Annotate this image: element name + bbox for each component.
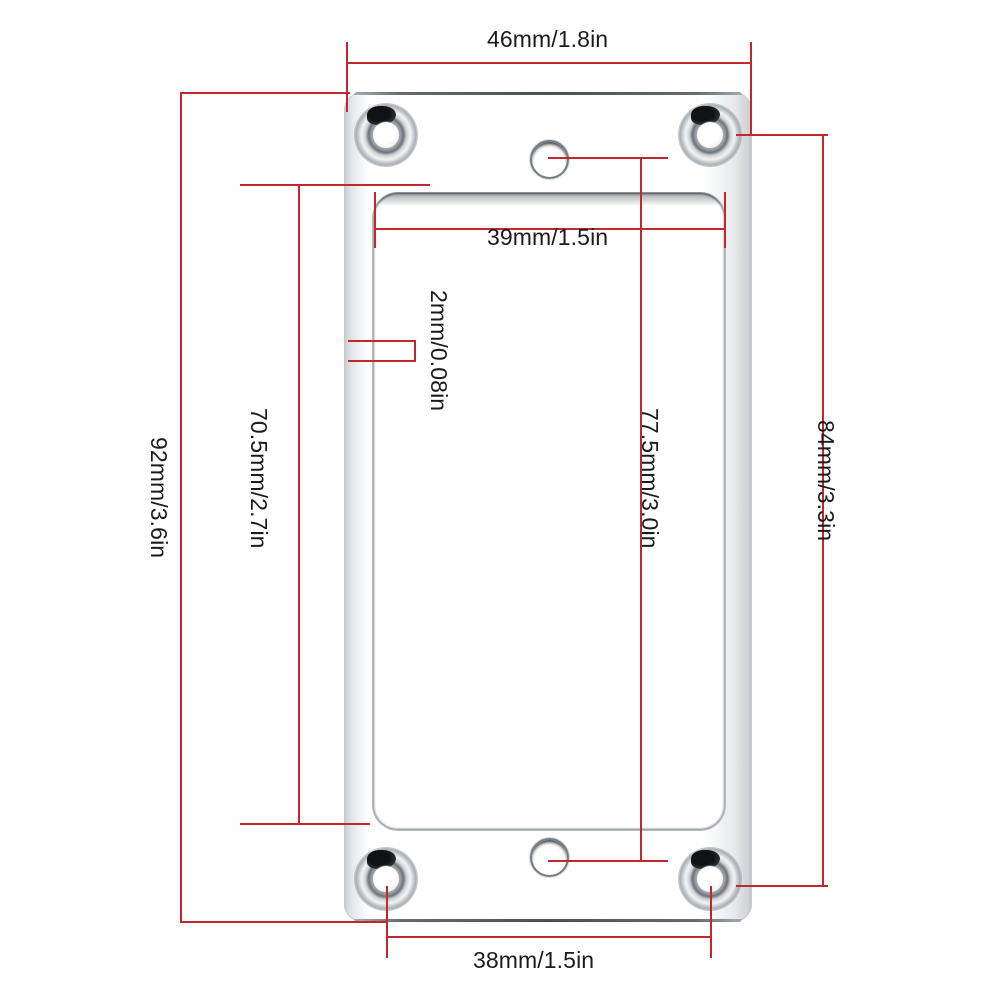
label-outer-height: 92mm/3.6in (146, 437, 172, 559)
ext-line-84-bottom (736, 885, 828, 887)
ext-line-39-left (374, 192, 376, 248)
dim-tick-2mm (414, 340, 416, 360)
ext-line-2mm-lower (348, 360, 416, 362)
pickup-mounting-ring (344, 92, 752, 922)
ext-line-bottom-right (710, 886, 712, 958)
ring-inner-cutout (372, 192, 726, 831)
label-bottom-width: 38mm/1.5in (473, 947, 595, 973)
cutout-shading (372, 192, 726, 831)
label-screw-span-height: 84mm/3.3in (813, 420, 839, 542)
ring-bottom-edge (354, 919, 742, 922)
label-wall-thickness: 2mm/0.08in (426, 290, 452, 412)
screw-hole-bottom-left (355, 848, 417, 910)
ext-line-705-top (240, 184, 430, 186)
ext-line-2mm-upper (348, 340, 416, 342)
dim-line-outer-height (180, 92, 182, 922)
dim-line-screw-span (822, 134, 824, 886)
ext-line-top-left (346, 42, 348, 112)
ext-line-775-bottom (548, 860, 668, 862)
dim-line-bottom-width (386, 936, 710, 938)
ext-line-92-top (180, 92, 350, 94)
label-inner-height-left: 70.5mm/2.7in (246, 408, 272, 549)
dim-line-centre-span (640, 157, 642, 861)
label-inner-height-right: 77.5mm/3.0in (637, 408, 663, 549)
ring-top-edge (354, 92, 742, 95)
screw-hole-top-left (355, 104, 417, 166)
dim-line-top-width (346, 62, 750, 64)
ext-line-top-right (750, 42, 752, 134)
screw-hole-top-right (679, 104, 741, 166)
ext-line-84-top (736, 134, 828, 136)
centre-hole-top (530, 140, 569, 179)
ext-line-775-top (548, 157, 668, 159)
dim-line-inner-width (374, 228, 724, 230)
ext-line-705-bottom (240, 823, 370, 825)
label-top-width: 46mm/1.8in (487, 26, 609, 52)
dim-line-inner-height-left (298, 184, 300, 824)
ext-line-bottom-left (386, 886, 388, 958)
ext-line-39-right (724, 192, 726, 248)
centre-hole-bottom (530, 838, 569, 877)
ext-line-92-bottom (180, 921, 388, 923)
label-inner-width: 39mm/1.5in (487, 224, 609, 250)
